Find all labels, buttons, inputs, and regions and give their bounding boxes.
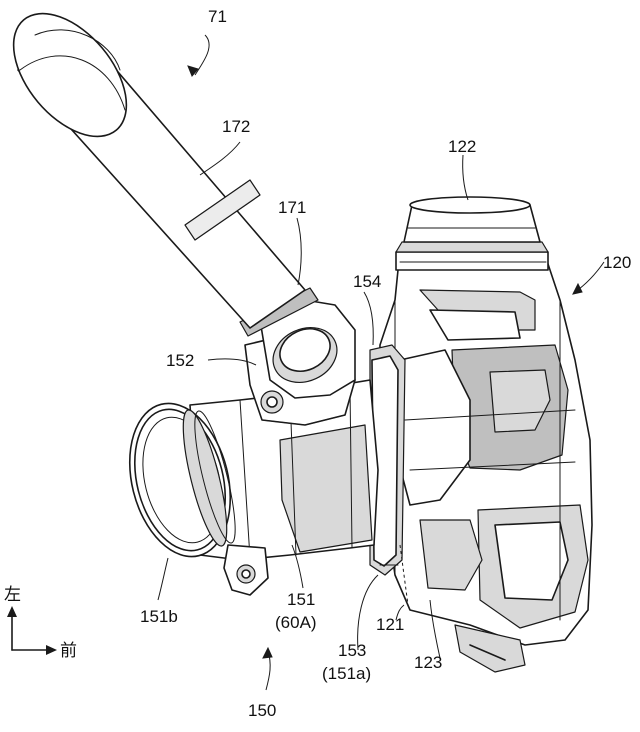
arrowhead-up-icon — [7, 606, 17, 617]
leader-123 — [429, 599, 441, 659]
label-122: 122 — [448, 137, 476, 156]
mount-boss — [223, 544, 269, 596]
hidden-line-121 — [399, 544, 409, 606]
label-150: 150 — [248, 701, 276, 720]
leader-121 — [395, 604, 405, 621]
leader-153 — [357, 574, 379, 651]
leader-171 — [296, 217, 302, 286]
label-151-sub: (60A) — [275, 613, 317, 632]
label-151: 151 — [287, 590, 315, 609]
label-151b: 151b — [140, 607, 178, 626]
leader-lines — [157, 34, 605, 691]
leader-152 — [207, 358, 257, 366]
tube-end-71 — [12, 12, 128, 138]
label-171: 171 — [278, 198, 306, 217]
housing-120 — [377, 249, 593, 673]
leader-172 — [199, 141, 241, 176]
label-71: 71 — [208, 7, 227, 26]
label-154: 154 — [353, 272, 381, 291]
leader-122 — [462, 154, 469, 201]
inlet-ring-151b — [128, 402, 236, 558]
direction-left-label: 左 — [4, 585, 21, 604]
direction-front-label: 前 — [60, 641, 77, 660]
reference-labels: 71 172 122 171 120 154 152 151 (60A) 151… — [140, 7, 631, 720]
label-120: 120 — [603, 253, 631, 272]
leader-151b — [157, 557, 169, 601]
label-123: 123 — [414, 653, 442, 672]
label-152: 152 — [166, 351, 194, 370]
label-153-sub: (151a) — [322, 664, 371, 683]
label-121: 121 — [376, 615, 404, 634]
arrowhead-right-icon — [46, 645, 57, 655]
elbow-duct-151 — [189, 379, 379, 561]
hose-connector-171 — [239, 287, 356, 399]
leader-154 — [363, 291, 374, 346]
top-flange-122 — [395, 196, 549, 271]
leader-151 — [291, 544, 304, 589]
label-172: 172 — [222, 117, 250, 136]
direction-indicator: 左 前 — [4, 585, 77, 660]
label-153: 153 — [338, 641, 366, 660]
flange-plate-153 — [369, 344, 406, 576]
leader-71 — [194, 34, 210, 76]
